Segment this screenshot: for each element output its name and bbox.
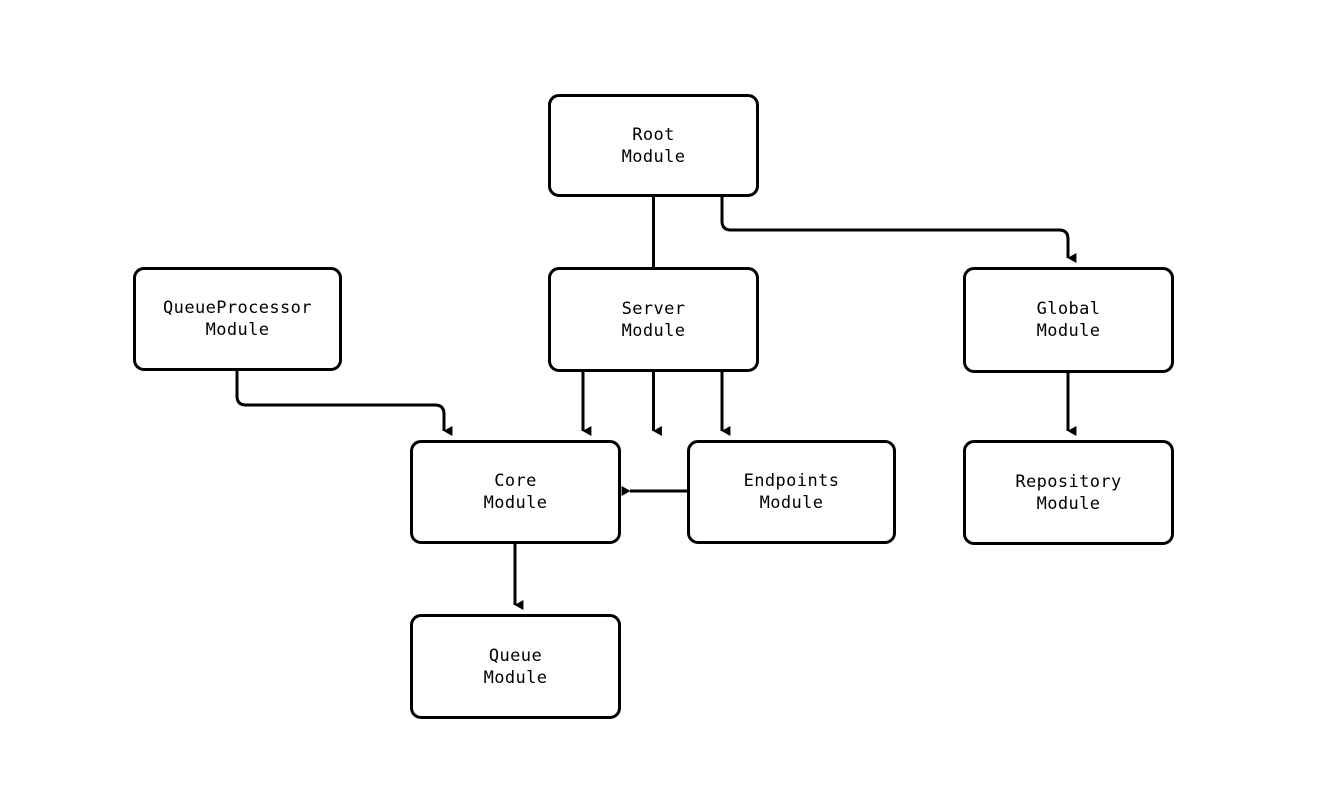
edge-root-global [720, 197, 1077, 263]
node-queue-module-line1: Queue [488, 645, 543, 666]
node-server-module-line2: Module [621, 320, 686, 341]
node-core-module-line2: Module [483, 493, 548, 513]
node-queueprocessor-module-line2: Module [205, 320, 270, 340]
node-queue-module-line2: Module [483, 667, 548, 688]
node-queueprocessor-module-line1: QueueProcessor [163, 298, 312, 318]
node-global-module-line1: Global [1036, 299, 1101, 319]
node-repository-module-line1: Repository [1015, 471, 1122, 492]
node-server-module[interactable]: Server Module [548, 267, 759, 372]
node-queueprocessor-module[interactable]: QueueProcessor Module [133, 267, 342, 371]
node-endpoints-module-line1: Endpoints [743, 471, 840, 491]
edge-queueprocessor-core [235, 371, 453, 436]
node-core-module[interactable]: Core Module [410, 440, 621, 544]
node-repository-module[interactable]: Repository Module [963, 440, 1174, 545]
node-global-module-line2: Module [1036, 321, 1101, 341]
node-core-module-line1: Core [494, 471, 537, 491]
node-root-module[interactable]: Root Module [548, 94, 759, 197]
node-global-module[interactable]: Global Module [963, 267, 1174, 373]
node-server-module-line1: Server [621, 298, 686, 319]
node-queue-module[interactable]: Queue Module [410, 614, 621, 719]
node-endpoints-module[interactable]: Endpoints Module [687, 440, 896, 544]
node-repository-module-line2: Module [1036, 493, 1101, 514]
node-root-module-line1: Root [632, 124, 675, 145]
node-endpoints-module-line2: Module [759, 493, 824, 513]
node-root-module-line2: Module [621, 146, 686, 167]
